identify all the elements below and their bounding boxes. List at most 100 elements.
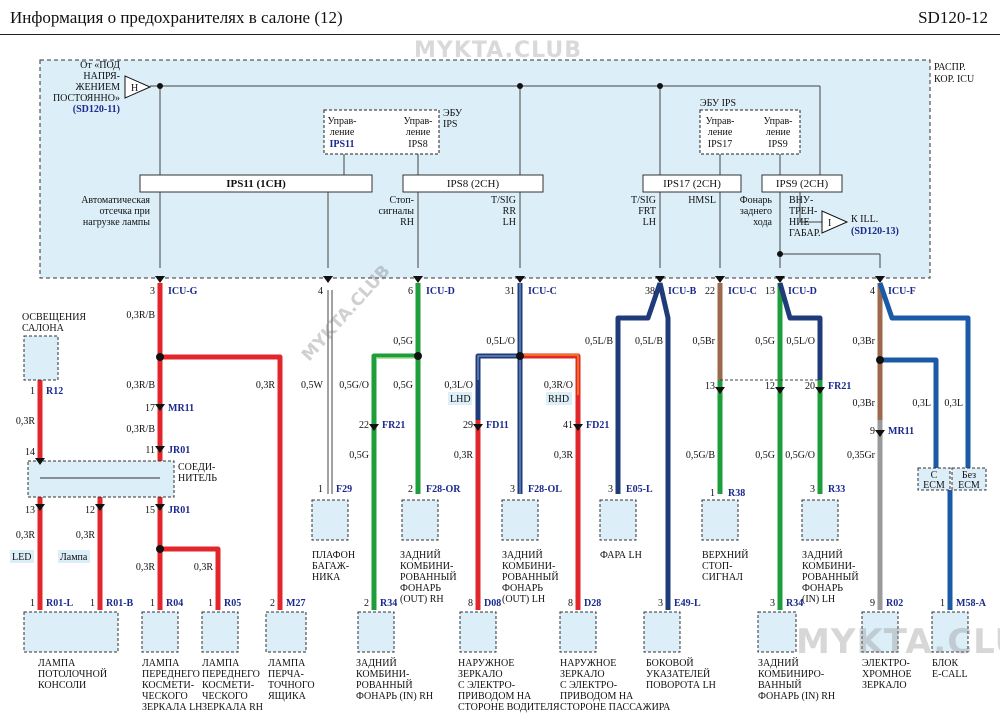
component-labels: ОСВЕЩЕНИЯ САЛОНА СОЕДИ- НИТЕЛЬ ПЛАФОН БА… bbox=[22, 312, 980, 713]
connector-name: JR01 bbox=[168, 445, 190, 456]
connector-name: R04 bbox=[166, 598, 183, 609]
rear-lamp-label: Фонарь bbox=[740, 195, 773, 206]
pin: 22 bbox=[359, 420, 369, 431]
rear-lamp-label: заднего bbox=[740, 206, 772, 217]
component-label: ЗАДНИЙ bbox=[356, 657, 397, 669]
pin: 3 bbox=[150, 286, 155, 297]
wire-junctions bbox=[156, 352, 884, 553]
wire-label: 0,3R bbox=[256, 380, 276, 391]
led-tag: LED bbox=[12, 552, 31, 563]
pin: 1 bbox=[318, 484, 323, 495]
pin: 9 bbox=[870, 598, 875, 609]
thick-wires bbox=[37, 282, 971, 610]
option-tags: LHD RHD LED Лампа bbox=[10, 392, 572, 563]
pin: 12 bbox=[765, 381, 775, 392]
ebu-left-label: IPS bbox=[443, 119, 457, 130]
wire-label: 0,3L bbox=[912, 398, 931, 409]
hot-triangle-icon bbox=[124, 75, 152, 99]
component-label: ECM bbox=[958, 480, 980, 491]
component-label: ЗЕРКАЛО bbox=[560, 669, 605, 680]
pin: 20 bbox=[805, 381, 815, 392]
component-label: РОВАННЫЙ bbox=[400, 571, 457, 583]
ips11-label: IPS11 (1CH) bbox=[226, 178, 286, 190]
component-label: РОВАННЫЙ bbox=[356, 679, 413, 691]
wire-label: 0,35Gr bbox=[847, 450, 876, 461]
pin: 11 bbox=[145, 445, 155, 456]
pin: 1 bbox=[90, 598, 95, 609]
pin: 3 bbox=[810, 484, 815, 495]
connector-name: D28 bbox=[584, 598, 601, 609]
pin: 13 bbox=[25, 505, 35, 516]
wire-label: 0,5G bbox=[393, 380, 413, 391]
ill-triangle-icon bbox=[821, 210, 849, 234]
component-label: ECM bbox=[923, 480, 945, 491]
connector-name: FD21 bbox=[586, 420, 609, 431]
wire-label: 0,3Br bbox=[853, 398, 876, 409]
pin: 8 bbox=[468, 598, 473, 609]
pin: 31 bbox=[505, 286, 515, 297]
ctrl-ips11: Управ- bbox=[327, 116, 356, 127]
component-label: ВЕРХНИЙ bbox=[702, 549, 749, 561]
rear-lamp-label: хода bbox=[753, 217, 772, 228]
pin: 22 bbox=[705, 286, 715, 297]
wire-label: 0,3R bbox=[454, 450, 474, 461]
connector-name: FR21 bbox=[382, 420, 405, 431]
component-label: ЛАМПА bbox=[142, 658, 180, 669]
tsig-rr-label: LH bbox=[503, 217, 516, 228]
tsig-rr-label: RR bbox=[503, 206, 517, 217]
component-label: РОВАННЫЙ bbox=[802, 571, 859, 583]
wire-label: 0,5G/O bbox=[785, 450, 815, 461]
component-label: СТОП- bbox=[702, 561, 732, 572]
tsig-frt-label: T/SIG bbox=[631, 195, 656, 206]
connector-name: FD11 bbox=[486, 420, 509, 431]
component-label: БАГАЖ- bbox=[312, 561, 349, 572]
pin: 1 bbox=[940, 598, 945, 609]
connector-name: JR01 bbox=[168, 505, 190, 516]
component-label: СИГНАЛ bbox=[702, 572, 743, 583]
component-label: НИКА bbox=[312, 572, 341, 583]
component-label: ФОНАРЬ (IN) RH bbox=[758, 691, 835, 702]
auto-cutoff-label: отсечка при bbox=[100, 206, 151, 217]
connector-name: R01-L bbox=[46, 598, 74, 609]
inner-label: ВНУ- bbox=[789, 195, 813, 206]
inner-label: ТРЕН- bbox=[789, 206, 817, 217]
ips17-label: IPS17 (2CH) bbox=[663, 178, 721, 190]
stop-label: RH bbox=[400, 217, 414, 228]
kill-ref: (SD120-13) bbox=[851, 226, 899, 237]
connector-name: ICU-B bbox=[668, 286, 697, 297]
wire-label: 0,3R bbox=[194, 562, 214, 573]
ebu-ips-left-box bbox=[323, 109, 440, 155]
ips8-label: IPS8 (2CH) bbox=[447, 178, 500, 190]
pin: 12 bbox=[85, 505, 95, 516]
connector-name: MR11 bbox=[888, 426, 914, 437]
ctrl-ips17: ление bbox=[708, 127, 733, 138]
connector-name: ICU-C bbox=[728, 286, 757, 297]
ctrl-ips8: IPS8 bbox=[408, 139, 427, 150]
component-label: СТОРОНЕ ВОДИТЕЛЯ bbox=[458, 702, 560, 713]
wire-label: 0,5G bbox=[393, 336, 413, 347]
component-label: ФОНАРЬ (IN) RH bbox=[356, 691, 433, 702]
component-label: УКАЗАТЕЛЕЙ bbox=[646, 668, 710, 680]
component-label: С ЭЛЕКТРО- bbox=[458, 680, 515, 691]
connector-name: R38 bbox=[728, 488, 745, 499]
component-label: НАРУЖНОЕ bbox=[560, 658, 616, 669]
page-title: Информация о предохранителях в салоне (1… bbox=[10, 8, 343, 27]
ebu-ips-right-box bbox=[699, 109, 801, 155]
ctrl-ips11: IPS11 bbox=[329, 139, 354, 150]
component-label: ОСВЕЩЕНИЯ bbox=[22, 312, 86, 323]
page-header: Информация о предохранителях в салоне (1… bbox=[0, 0, 1000, 35]
pin: 4 bbox=[318, 286, 323, 297]
auto-cutoff-label: нагрузке лампы bbox=[83, 217, 150, 228]
wire-label: 0,3L bbox=[944, 398, 963, 409]
watermark-bottom: MYKTA.CLUB bbox=[796, 622, 1000, 662]
wire-label: 0,5L/B bbox=[585, 336, 613, 347]
component-label: (OUT) RH bbox=[400, 594, 444, 605]
connector-name: ICU-G bbox=[168, 286, 198, 297]
pin: 3 bbox=[608, 484, 613, 495]
pin: 6 bbox=[408, 286, 413, 297]
pin: 1 bbox=[710, 488, 715, 499]
connector-labels: 3 ICU-G 4 6 ICU-D 31 ICU-C 38 ICU-B 22 I… bbox=[25, 286, 987, 609]
connector-name: E05-L bbox=[626, 484, 653, 495]
component-label: КОМБИНИ- bbox=[400, 561, 453, 572]
